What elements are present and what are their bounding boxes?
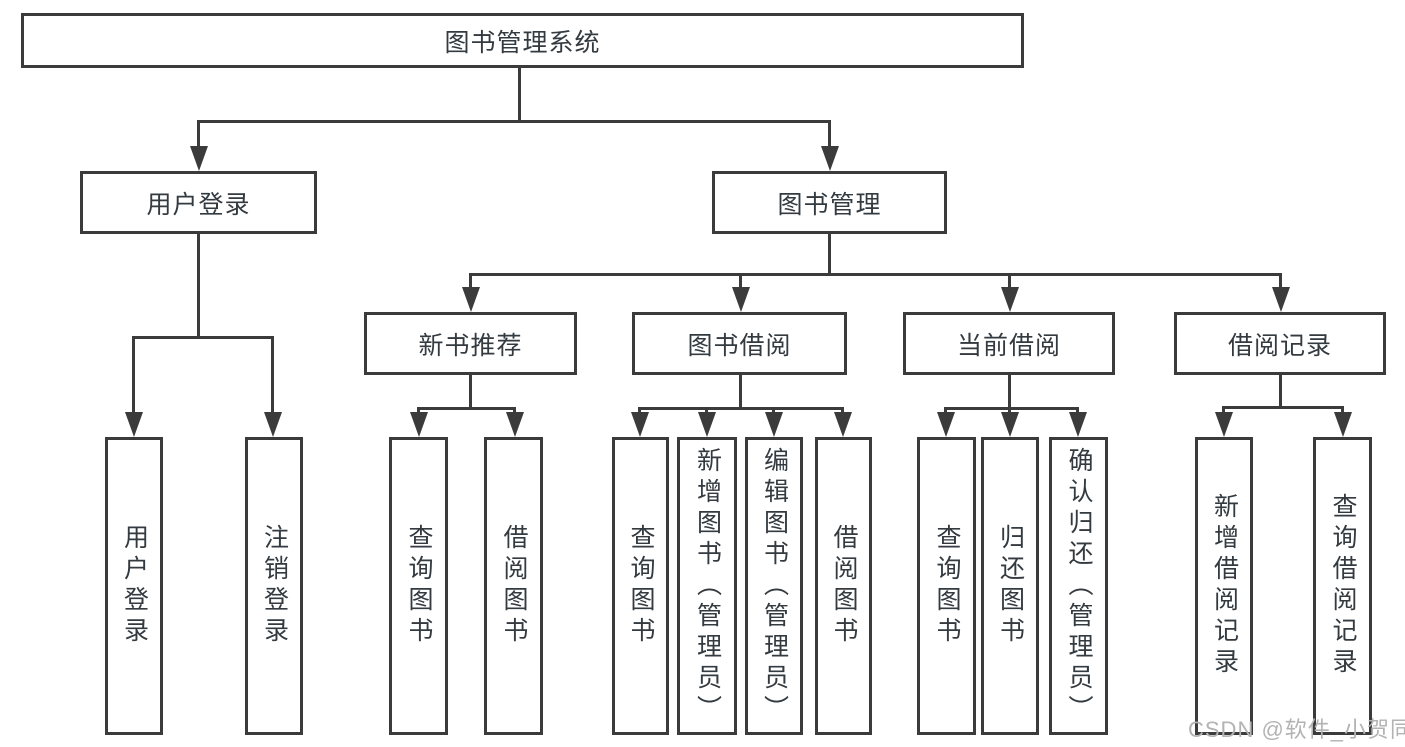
- connector-line: [469, 273, 1282, 276]
- leaf-label: 新增图书（管理员）: [693, 446, 722, 726]
- leaf-label: 查询图书: [933, 524, 961, 648]
- leaf-logout: 注销登录: [245, 437, 303, 735]
- node-book-management: 图书管理: [712, 171, 947, 234]
- connector-line: [469, 375, 472, 407]
- leaf-add-books-admin: 新增图书（管理员）: [677, 437, 737, 735]
- arrow-down-icon: [1272, 287, 1290, 312]
- arrow-down-icon: [462, 287, 480, 312]
- node-borrowing-records: 借阅记录: [1174, 312, 1386, 375]
- connector-line: [828, 234, 831, 276]
- connector-line: [944, 407, 1079, 410]
- leaf-label: 新增借阅记录: [1210, 493, 1239, 679]
- connector-line: [841, 407, 844, 415]
- leaf-return-books: 归还图书: [981, 437, 1039, 735]
- leaf-confirm-return-admin: 确认归还（管理员）: [1049, 437, 1108, 735]
- connector-line: [417, 407, 516, 410]
- node-label: 新书推荐: [418, 331, 523, 360]
- node-current-borrowing: 当前借阅: [903, 312, 1115, 375]
- connector-line: [132, 336, 274, 339]
- leaf-borrow-books-recommendation: 借阅图书: [484, 437, 543, 735]
- node-new-book-recommendation: 新书推荐: [364, 312, 577, 375]
- arrow-down-icon: [732, 287, 750, 312]
- leaf-query-books-recommendation: 查询图书: [389, 437, 448, 735]
- node-label: 当前借阅: [956, 331, 1061, 360]
- node-label: 图书管理系统: [444, 28, 601, 57]
- arrow-down-icon: [765, 412, 783, 437]
- arrow-down-icon: [125, 412, 143, 437]
- connector-line: [828, 120, 831, 148]
- leaf-label: 借阅图书: [830, 524, 858, 648]
- connector-line: [513, 407, 516, 415]
- arrow-down-icon: [506, 412, 524, 437]
- connector-line: [1008, 273, 1011, 289]
- connector-line: [1341, 406, 1344, 415]
- leaf-label: 归还图书: [996, 524, 1025, 648]
- arrow-down-icon: [631, 412, 649, 437]
- leaf-user-login: 用户登录: [105, 437, 163, 735]
- leaf-query-borrow-record: 查询借阅记录: [1313, 437, 1372, 735]
- arrow-down-icon: [1069, 412, 1087, 437]
- leaf-label: 查询借阅记录: [1329, 493, 1357, 679]
- arrow-down-icon: [698, 412, 716, 437]
- leaf-label: 用户登录: [120, 524, 149, 648]
- connector-line: [705, 407, 708, 415]
- leaf-label: 查询图书: [405, 524, 433, 648]
- leaf-query-books-borrowing: 查询图书: [612, 437, 669, 735]
- connector-line: [1279, 273, 1282, 289]
- arrow-down-icon: [1215, 412, 1233, 437]
- connector-line: [638, 407, 844, 410]
- connector-line: [197, 120, 831, 123]
- connector-line: [638, 407, 641, 415]
- connector-line: [1279, 375, 1282, 406]
- connector-line: [271, 336, 274, 414]
- arrow-down-icon: [1001, 287, 1019, 312]
- connector-line: [1222, 406, 1344, 409]
- connector-line: [417, 407, 420, 415]
- node-root-library-management-system: 图书管理系统: [21, 13, 1024, 68]
- connector-line: [772, 407, 775, 415]
- connector-line: [469, 273, 472, 289]
- arrow-down-icon: [1334, 412, 1352, 437]
- arrow-down-icon: [937, 412, 955, 437]
- node-book-borrowing: 图书借阅: [632, 312, 847, 375]
- connector-line: [944, 407, 947, 415]
- leaf-borrow-books: 借阅图书: [815, 437, 872, 735]
- leaf-query-books-current: 查询图书: [917, 437, 976, 735]
- leaf-add-borrow-record: 新增借阅记录: [1195, 437, 1253, 735]
- arrow-down-icon: [834, 412, 852, 437]
- leaf-label: 编辑图书（管理员）: [760, 446, 789, 726]
- node-user-login: 用户登录: [80, 171, 317, 234]
- leaf-label: 借阅图书: [500, 524, 528, 648]
- leaf-label: 确认归还（管理员）: [1065, 446, 1093, 726]
- connector-line: [1008, 375, 1011, 407]
- connector-line: [518, 68, 521, 123]
- connector-line: [197, 120, 200, 148]
- arrow-down-icon: [264, 412, 282, 437]
- leaf-edit-books-admin: 编辑图书（管理员）: [745, 437, 803, 735]
- connector-line: [1222, 406, 1225, 415]
- node-label: 图书借阅: [687, 331, 792, 360]
- connector-line: [739, 273, 742, 289]
- node-label: 图书管理: [777, 190, 882, 219]
- connector-line: [1008, 407, 1011, 415]
- node-label: 用户登录: [146, 190, 251, 219]
- connector-line: [132, 336, 135, 414]
- connector-line: [1076, 407, 1079, 415]
- leaf-label: 注销登录: [260, 524, 289, 648]
- leaf-label: 查询图书: [627, 524, 655, 648]
- arrow-down-icon: [190, 146, 208, 171]
- arrow-down-icon: [410, 412, 428, 437]
- connector-line: [739, 375, 742, 407]
- node-label: 借阅记录: [1227, 331, 1332, 360]
- csdn-watermark: CSDN @软件_小贺同学: [1188, 717, 1405, 742]
- arrow-down-icon: [1001, 412, 1019, 437]
- connector-line: [197, 234, 200, 336]
- arrow-down-icon: [821, 146, 839, 171]
